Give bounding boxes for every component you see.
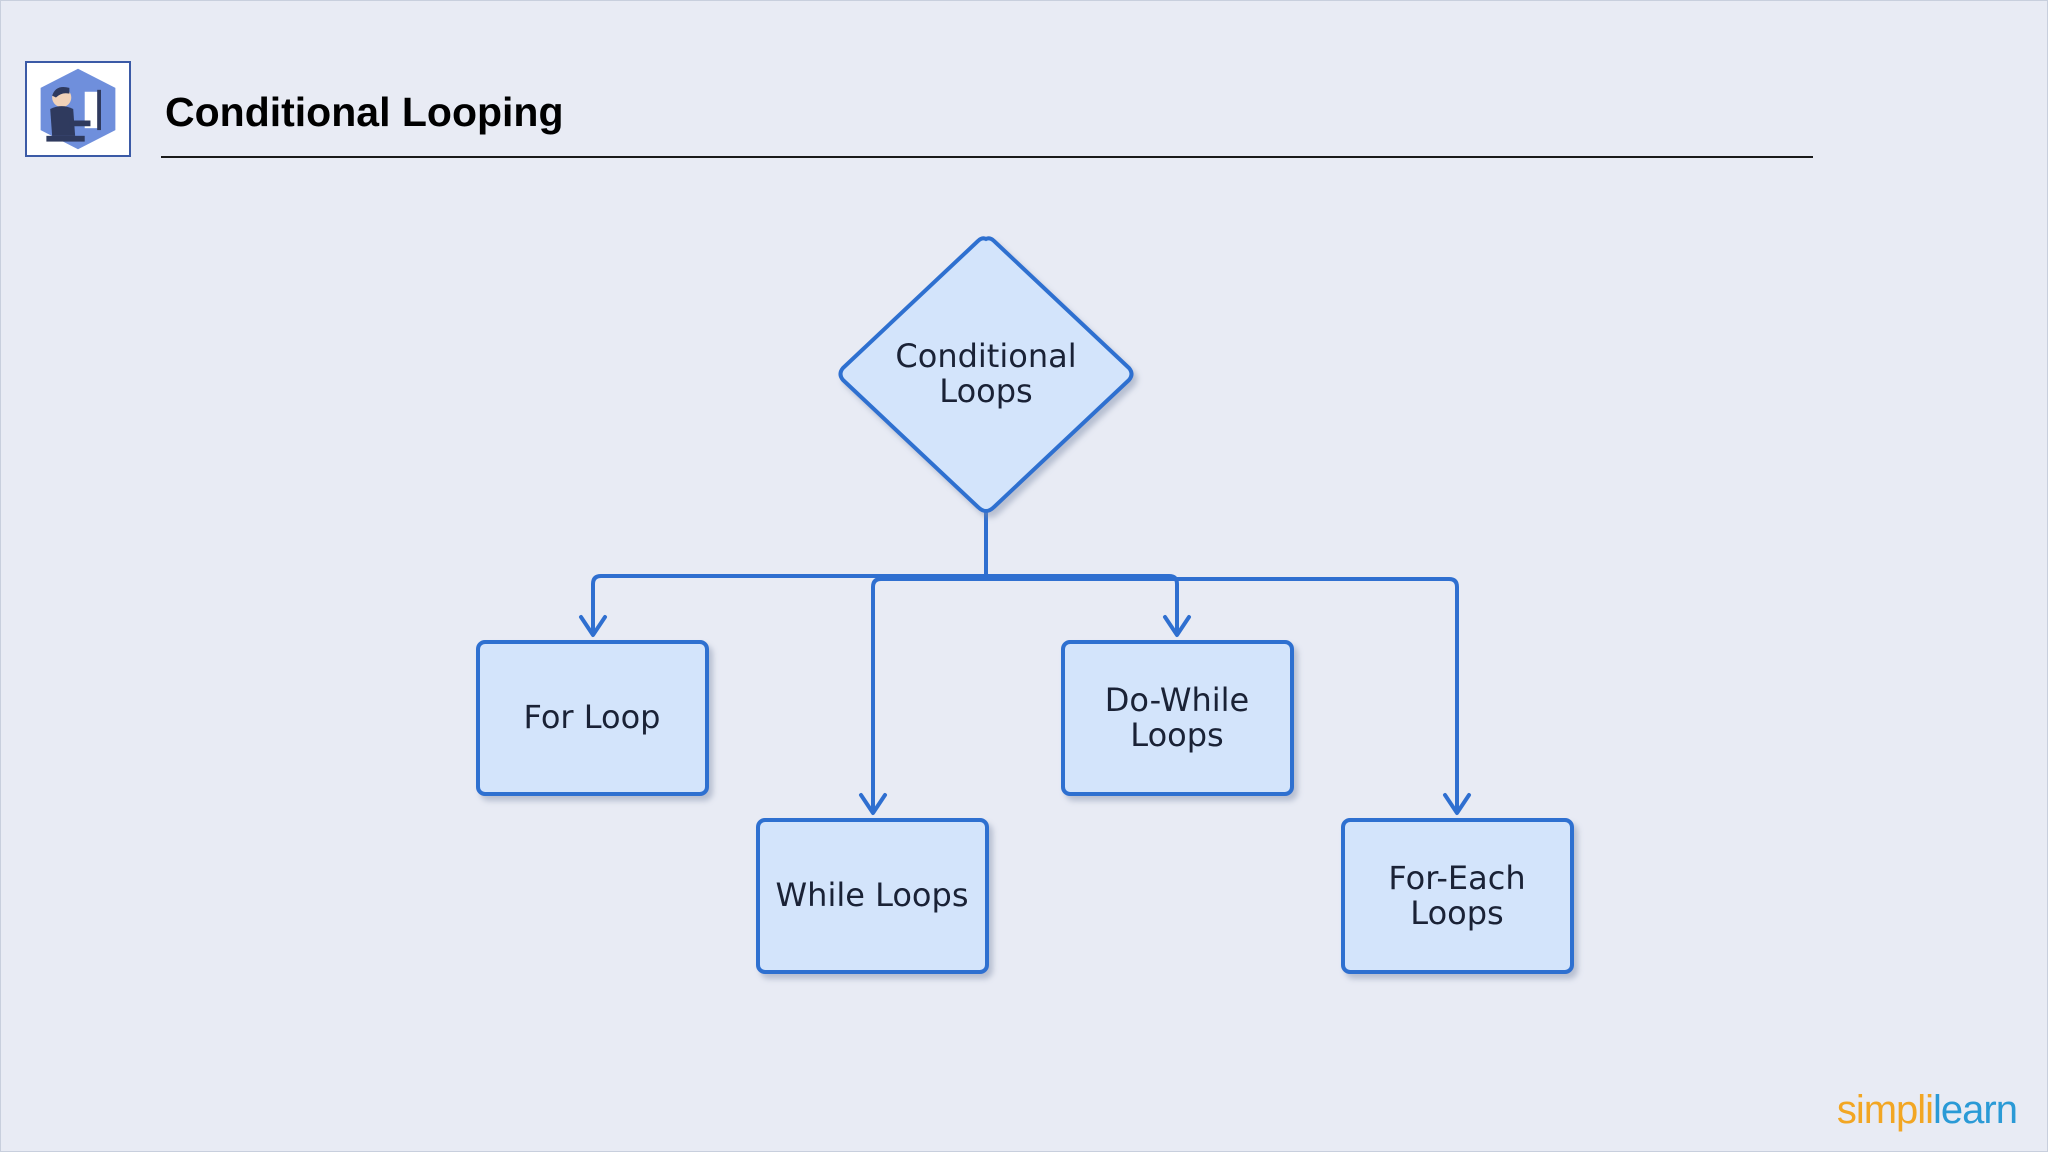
brand-part2: learn xyxy=(1933,1088,2018,1132)
node-label: Conditional xyxy=(895,337,1076,375)
page-title: Conditional Looping xyxy=(165,89,564,135)
brand-separator: i xyxy=(1925,1088,1934,1132)
node-label: For-Each xyxy=(1388,859,1525,897)
connectors xyxy=(579,509,1471,815)
developer-at-computer-icon xyxy=(40,68,116,150)
node-conditional-loops: Conditional Loops xyxy=(838,236,1134,514)
node-for-loop: For Loop xyxy=(476,640,709,796)
connector-for-loop xyxy=(591,574,988,635)
connector-for-each xyxy=(984,577,1459,813)
logo-icon xyxy=(25,61,131,157)
node-while-loops: While Loops xyxy=(756,818,989,974)
connector-do-while xyxy=(984,574,1179,635)
arrowhead-do-while xyxy=(1163,615,1191,637)
arrowhead-for-each xyxy=(1443,793,1471,815)
arrowhead-for-loop xyxy=(579,615,607,637)
node-label: Loops xyxy=(939,372,1032,410)
node-do-while-loops: Do-While Loops xyxy=(1061,640,1294,796)
node-label: Do-While xyxy=(1105,681,1249,719)
node-label: While Loops xyxy=(776,876,969,914)
connector-while-loops xyxy=(871,577,988,813)
node-label: Loops xyxy=(1410,894,1503,932)
brand-part1: simpl xyxy=(1836,1088,1926,1132)
brand-logo: simplilearn xyxy=(1836,1088,2018,1133)
node-for-each-loops: For-Each Loops xyxy=(1341,818,1574,974)
arrowhead-while-loops xyxy=(859,793,887,815)
node-label: For Loop xyxy=(524,698,661,736)
title-divider xyxy=(161,156,1813,158)
node-label: Loops xyxy=(1130,716,1223,754)
